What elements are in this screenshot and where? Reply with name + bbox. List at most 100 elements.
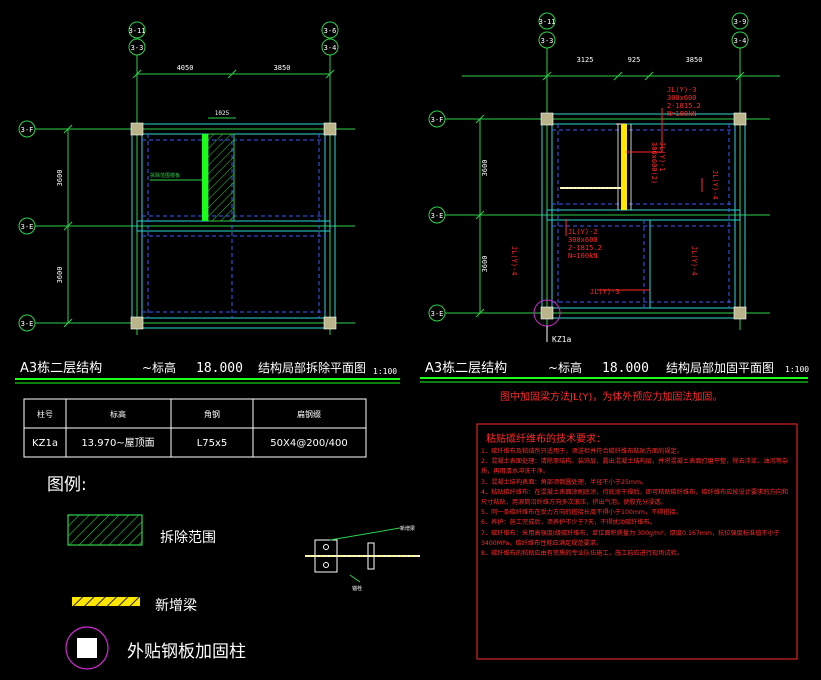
dim-tick	[63, 221, 73, 231]
axis-label: 3-F	[21, 126, 34, 134]
beam-annotation: JL(Y)-4	[690, 246, 698, 276]
detail-label: 锚栓	[352, 585, 362, 592]
axis-bubble	[538, 31, 556, 49]
requirement-item: 5．同一条碳纤维布在受力方向的搭接长度不得小于100mm，不得搭接。	[481, 509, 683, 517]
svg-text:300x600: 300x600	[568, 236, 598, 244]
requirements-list: 1．碳纤维布及粘结剂只适用于，须送检并符合碳纤维布粘贴方面的规定。 2．混凝土表…	[481, 448, 789, 558]
axis-label: 3-E	[21, 320, 34, 328]
legend-title: 图例:	[47, 475, 87, 495]
axis-bubble	[128, 38, 146, 56]
plan-note: 图中加固梁方法JL(Y)，为体外预应力加固法加固。	[500, 390, 722, 403]
annotation-text: 拆除范围楼板	[150, 172, 180, 179]
requirement-item: 6．养护：施工完成后，须养护不少于7天，不得扰动碳纤维布。	[481, 519, 656, 527]
table-header: 标高	[110, 409, 126, 419]
dimension-text: 3850	[274, 64, 291, 72]
plan-scale: 1:100	[785, 365, 809, 374]
table-header: 柱号	[37, 409, 53, 419]
table-header: 角钢	[204, 409, 220, 419]
dimension-text: 925	[628, 56, 641, 64]
demolition-hatch	[207, 133, 235, 222]
opening-edge	[617, 124, 632, 210]
plan-title: A3栋二层结构	[20, 360, 102, 376]
axis-bubble	[731, 12, 749, 30]
dim-tick	[325, 69, 335, 79]
requirement-item: 1．碳纤维布及粘结剂只适用于，须送检并符合碳纤维布粘贴方面的规定。	[481, 448, 683, 455]
requirement-item: 8．碳纤维布的粘贴应由有资质的专业队伍施工，施工前应进行现场试验。	[481, 550, 683, 558]
svg-text:N=100kN: N=100kN	[667, 110, 697, 118]
column	[130, 316, 144, 330]
requirement-item: 3．混凝土结构表面：角部须倒圆处理，半径不小于25mm。	[481, 478, 648, 486]
plan-level: 18.000	[196, 361, 243, 376]
axis-label: 3-E	[431, 212, 444, 220]
dimension-text: 4050	[177, 64, 194, 72]
dimension-text: 3600	[481, 256, 489, 273]
legend: 图例: 拆除范围 新增梁 外贴钢板加固柱	[47, 475, 246, 670]
requirements-box: 粘贴碳纤维布的技术要求： 1．碳纤维布及粘结剂只适用于，须送检并符合碳纤维布粘贴…	[476, 423, 798, 660]
dimension-text: 3850	[686, 56, 703, 64]
requirement-item: 7．碳纤维布：采用高强度I级碳纤维布，单位面积质量为 300g/m²，厚度0.1…	[481, 529, 780, 547]
column-label: KZ1a	[552, 335, 571, 344]
requirement-item: 4．粘贴碳纤维布：在混凝土表面涂刷底涂，待底涂干燥后，即可粘贴碳纤维布，碳纤维布…	[481, 488, 789, 507]
dimension-text: 1025	[215, 110, 230, 117]
plan-scale: 1:100	[373, 367, 397, 376]
dimension-text: 3125	[577, 56, 594, 64]
detail-label: 新增梁	[400, 525, 415, 532]
axis-label: 3-F	[431, 116, 444, 124]
axis-label: 3-9	[734, 18, 747, 26]
axis-bubble	[18, 314, 36, 332]
axis-bubble	[731, 31, 749, 49]
table-cell: L75x5	[197, 438, 228, 449]
legend-column-circle	[65, 626, 109, 670]
axis-bubble	[428, 206, 446, 224]
dimension-text: 3600	[481, 160, 489, 177]
beam-annotation: JL(Y)-4	[510, 246, 518, 276]
column	[323, 316, 337, 330]
axis-bubble	[321, 21, 339, 39]
leader-line	[626, 108, 663, 153]
axis-label: 3-4	[324, 44, 337, 52]
plan-subtitle: 结构局部加固平面图	[666, 360, 774, 375]
legend-beam-swatch	[72, 597, 140, 606]
new-beam-marker	[202, 134, 208, 221]
axis-label: 3-11	[129, 27, 146, 35]
axis-bubble	[538, 12, 556, 30]
dim-tick	[63, 124, 73, 134]
column	[130, 122, 144, 136]
beam-annotation: JL(Y)-2 300x600 2-1815.2 N=100kN	[568, 228, 602, 260]
axis-label: 3-E	[21, 223, 34, 231]
beam-annotation: JL(Y)-1	[658, 142, 666, 172]
svg-text:JL(Y)-3: JL(Y)-3	[667, 86, 697, 94]
column	[733, 306, 747, 320]
svg-text:JL(Y)-2: JL(Y)-2	[568, 228, 598, 236]
plan-level-prefix: ~标高	[548, 360, 582, 375]
axis-bubble	[18, 120, 36, 138]
dimension-text: 3600	[56, 170, 64, 187]
axis-label: 3-6	[324, 27, 337, 35]
new-beam-marker	[621, 124, 627, 210]
dim-tick	[227, 69, 237, 79]
beam-annotation: JL(Y)-4	[711, 170, 719, 200]
plan-title: A3栋二层结构	[425, 360, 507, 376]
axis-bubble	[428, 304, 446, 322]
requirements-title: 粘贴碳纤维布的技术要求：	[486, 432, 606, 445]
axis-bubble	[321, 38, 339, 56]
dim-tick	[475, 114, 485, 124]
column	[540, 306, 554, 320]
legend-label: 新增梁	[155, 598, 197, 614]
legend-column-square	[77, 638, 97, 658]
dim-tick	[63, 318, 73, 328]
column-table: 柱号 标高 角钢 扁钢缀 KZ1a 13.970~屋顶面 L75x5 50X4@…	[23, 398, 367, 458]
legend-label: 外贴钢板加固柱	[127, 642, 246, 662]
axis-bubble	[18, 217, 36, 235]
beam-annotation: JL(Y)-3	[590, 288, 620, 296]
dim-tick	[613, 71, 623, 81]
requirements-border	[476, 423, 798, 660]
dim-tick	[542, 71, 552, 81]
dim-tick	[132, 69, 142, 79]
detail-plate	[367, 542, 375, 570]
dimension-text: 3600	[56, 267, 64, 284]
column	[323, 122, 337, 136]
column	[540, 112, 554, 126]
plan-level: 18.000	[602, 361, 649, 376]
